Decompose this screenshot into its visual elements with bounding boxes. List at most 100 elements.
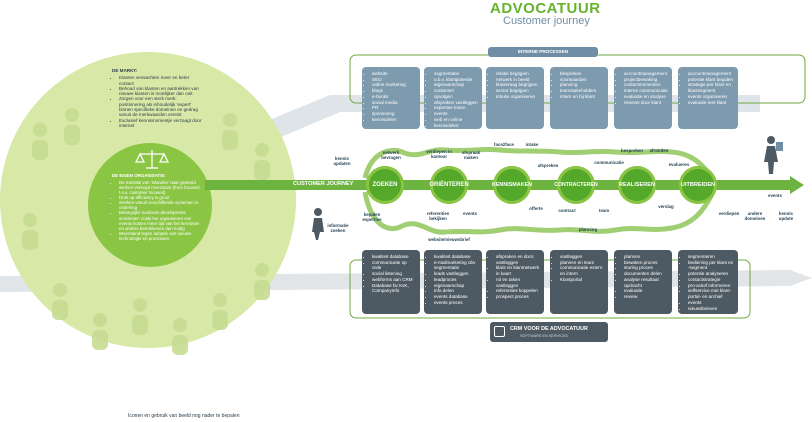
touchpoint-label: bespreken <box>621 148 643 153</box>
box-list-item: blogs <box>372 88 416 94</box>
box-list: segmenterenbediening per klant en -segme… <box>682 254 734 311</box>
touchpoint-label: afspreken <box>537 163 559 168</box>
box-list-item: accountmanagement <box>624 71 668 77</box>
box-list-item: inbuke organiseren <box>496 94 540 100</box>
box-list-item: leads vastleggen <box>434 271 478 277</box>
box-list-item: webforms aan CRM <box>372 277 416 283</box>
crm-icon <box>494 326 505 337</box>
box-list-item: potentie analyseren <box>688 271 734 277</box>
stage-orienteren[interactable]: ORIËNTEREN <box>429 166 469 204</box>
box-list-item: sponsoring <box>372 111 416 117</box>
box-list-item: eigenaarschap <box>434 283 478 289</box>
box-list-item: review <box>624 294 668 300</box>
box-list-item: contactmomenten <box>624 82 668 88</box>
lower-arc <box>362 191 715 235</box>
market-item: Klanten verwachten meer en beter contact <box>119 75 204 86</box>
box-list-item: rol en taken vastleggen <box>496 277 540 288</box>
box-list-item: plannen <box>624 254 668 260</box>
stage-uitbreiden[interactable]: UITBREIDEN <box>679 166 717 204</box>
crm-box: segmenterenbediening per klant en -segme… <box>678 250 738 314</box>
box-list-item: voorwaarden <box>560 77 604 83</box>
box-list-item: communicatie extern en intern <box>560 265 604 276</box>
touchpoint-label: afronden <box>649 148 669 153</box>
box-list-item: events proces <box>434 300 478 306</box>
page-subtitle: Customer journey <box>503 15 590 27</box>
box-list-item: segmenteren <box>688 254 734 260</box>
box-list-item: klantvraag begrijpen <box>496 82 540 88</box>
box-list: plannenbewaken processturing procesdocum… <box>618 254 668 300</box>
touchpoint-label: netwerk bevragen <box>381 150 401 160</box>
box-list-item: e-mailmarketing obv segmentatie <box>434 260 478 271</box>
box-list-item: klant en klantnetwerk in kaart <box>496 265 540 276</box>
box-list-item: prospect proces <box>496 294 540 300</box>
market-title: DE MARKT: <box>112 68 138 73</box>
box-list-item: afspraken en docs vastleggen <box>496 254 540 265</box>
box-list-item: contactstrategie <box>688 277 734 283</box>
box-list-item: projectbewaking <box>624 77 668 83</box>
box-list-item: accountmanagement <box>688 71 734 77</box>
market-item: Exclusief kennismomentje verzaagt door i… <box>119 118 204 129</box>
box-list-item: website <box>372 71 416 77</box>
box-list-item: analyse resultaat opdracht <box>624 277 668 288</box>
box-list-item: kwaliteit database <box>434 254 478 260</box>
touchpoint-label: kennis update <box>778 211 794 221</box>
touchpoint-label: afspraak maken <box>461 150 481 160</box>
box-list-item: social media <box>372 100 416 106</box>
crm-box: vastleggenplannen en teamcommunicatie ex… <box>550 250 608 314</box>
box-list: accountmanagementprojectbewakingcontactm… <box>618 71 668 105</box>
organisation-item: Werken vanuit verschillende systemen in … <box>119 200 202 210</box>
touchpoint-label: andere domeinen <box>744 211 766 221</box>
box-list-item: strategie per klant en klantsegment <box>688 82 734 93</box>
box-list-item: selfservice met klant-portal- en archief <box>688 288 734 299</box>
scales-icon <box>134 150 170 169</box>
box-list-item: afspraken vastleggen <box>434 100 478 106</box>
stage-realiseren[interactable]: REALISEREN <box>618 166 656 204</box>
touchpoint-label: intake <box>525 142 539 147</box>
organisation-item: Belangrijke business development activit… <box>119 210 202 230</box>
organisation-title: DE EIGEN ORGANISATIE: <box>112 173 166 178</box>
box-list-item: teamstakeholders <box>560 88 604 94</box>
box-list-item: events <box>434 111 478 117</box>
organisation-block: DE EIGEN ORGANISATIE: De transitie van ‘… <box>112 173 202 241</box>
touchpoint-label: informatie zoeken <box>327 223 349 233</box>
touchpoint-label: verdiepen in kantoor <box>426 149 452 159</box>
page-title: ADVOCATUUR <box>490 0 601 17</box>
crm-box: afspraken en docs vastleggenklant en kla… <box>486 250 544 314</box>
box-list-item: sector begrijpen <box>496 88 540 94</box>
box-list: afspraken en docs vastleggenklant en kla… <box>490 254 540 300</box>
box-list: kwaliteit databasee-mailmarketing obv se… <box>428 254 478 306</box>
box-list-item: potentie klant bepalen <box>688 77 734 83</box>
box-list-item: leadproces <box>434 277 478 283</box>
box-list-item: social listening <box>372 271 416 277</box>
stage-kennismaken[interactable]: KENNISMAKEN <box>492 166 532 204</box>
organisation-circle <box>88 143 212 267</box>
box-list-item: relatie begrijpen <box>496 71 540 77</box>
upper-arc <box>362 146 715 180</box>
box-list-item: sturing proces <box>624 265 668 271</box>
stage-zoeken[interactable]: ZOEKEN <box>366 166 404 204</box>
organisation-item: Weerstand tegen adoptie van nieuwe techn… <box>119 231 202 241</box>
gray-band-top <box>160 95 760 182</box>
person-icon-right <box>764 136 783 174</box>
box-list: vastleggenplannen en teamcommunicatie ex… <box>554 254 604 283</box>
box-list-item: vastleggen <box>560 254 604 260</box>
touchpoint-label: contract <box>558 208 576 213</box>
crm-box: kwaliteit databasee-mailmarketing obv se… <box>424 250 482 314</box>
box-list-item: bespreken <box>560 71 604 77</box>
touchpoint-label: evalueren <box>668 162 690 167</box>
crm-subtitle: SOFTWARE EN SERVICES <box>520 334 568 338</box>
organisation-item: Druk op efficiency is groot <box>119 195 202 200</box>
box-list: relatie begrijpennetwerk in beeldklantvr… <box>490 71 540 100</box>
stage-contracteren[interactable]: CONTRACTEREN <box>554 166 598 204</box>
box-list-item: segmentatie <box>434 71 478 77</box>
touchpoint-label: team <box>598 208 610 213</box>
box-list: besprekenvoorwaardenplanningteamstakehol… <box>554 71 604 100</box>
box-list-item: pro-actief informeren <box>688 283 734 289</box>
market-list: Klanten verwachten meer en beter contact… <box>112 75 204 128</box>
touchpoint-label: referenties bekijken <box>426 211 450 221</box>
box-list-item: bediening per klant en -segment <box>688 260 734 271</box>
market-block: DE MARKT: Klanten verwachten meer en bet… <box>112 68 204 128</box>
box-list: accountmanagementpotentie klant bepalens… <box>682 71 734 105</box>
touchpoint-label: events <box>463 211 477 216</box>
box-list-item: o.b.v. klantpotentie <box>434 77 478 83</box>
